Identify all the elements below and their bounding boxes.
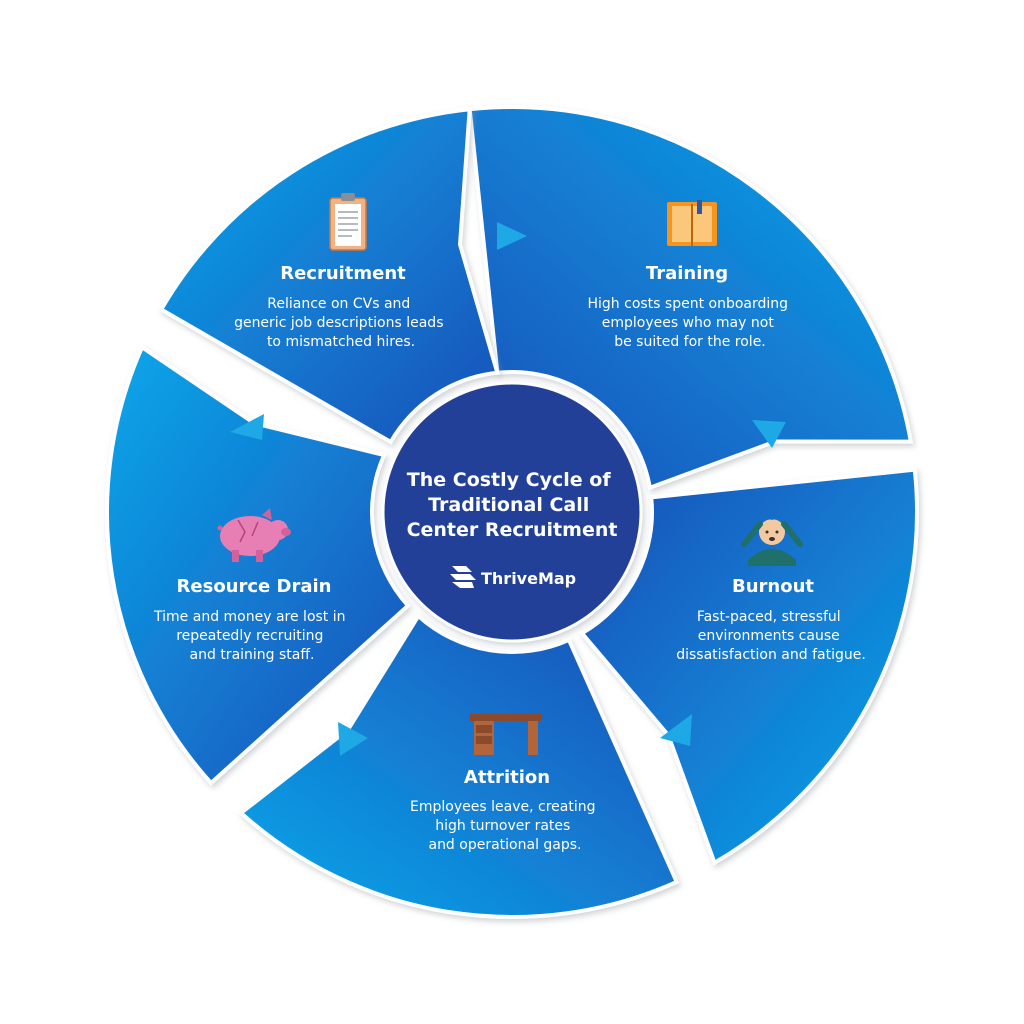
content-attrition: Attrition Employees leave, creating high… bbox=[410, 714, 600, 853]
content-training: Training High costs spent onboarding emp… bbox=[588, 200, 793, 350]
segment-recruitment bbox=[467, 105, 914, 491]
segment-title: Training bbox=[646, 263, 728, 284]
segment-burnout-shape bbox=[237, 612, 680, 919]
desc-line: and training staff. bbox=[190, 647, 315, 663]
content-recruitment: Recruitment Reliance on CVs and generic … bbox=[234, 193, 448, 350]
brand-name: ThriveMap bbox=[481, 569, 576, 588]
thrivemap-logo-icon bbox=[450, 566, 476, 588]
desc-line: to mismatched hires. bbox=[267, 334, 415, 350]
arrow-attrition-to-resource-drain bbox=[338, 722, 368, 756]
segment-description: Time and money are lost in repeatedly re… bbox=[153, 609, 350, 663]
arrow-training-to-burnout bbox=[752, 420, 786, 448]
content-resource-drain: Resource Drain Time and money are lost i… bbox=[153, 508, 350, 663]
segment-recruitment-shape bbox=[467, 105, 914, 491]
segment-title: Resource Drain bbox=[177, 576, 332, 597]
arrow-burnout-to-attrition bbox=[660, 714, 692, 746]
segment-resource-drain bbox=[158, 106, 500, 445]
segment-resource-drain-shape bbox=[158, 106, 500, 445]
desc-line: Reliance on CVs and bbox=[267, 296, 410, 312]
center-hub: The Costly Cycle of Traditional Call Cen… bbox=[381, 381, 643, 643]
center-circle bbox=[381, 381, 643, 643]
segment-description: Employees leave, creating high turnover … bbox=[410, 799, 600, 853]
stressed-person-icon bbox=[741, 519, 803, 566]
segment-training bbox=[578, 467, 919, 866]
arrow-recruitment-to-training bbox=[497, 222, 527, 250]
segment-training-shape bbox=[578, 467, 919, 866]
segment-title: Attrition bbox=[464, 767, 550, 788]
desc-line: generic job descriptions leads bbox=[234, 315, 443, 331]
desc-line: high turnover rates bbox=[435, 818, 570, 834]
segment-title: Burnout bbox=[732, 576, 814, 597]
center-title-line-3: Center Recruitment bbox=[407, 519, 618, 541]
segment-description: Fast-paced, stressful environments cause… bbox=[676, 609, 866, 663]
segment-description: Reliance on CVs and generic job descript… bbox=[234, 296, 448, 350]
segment-attrition-shape bbox=[105, 344, 411, 786]
center-title: The Costly Cycle of Traditional Call Cen… bbox=[407, 469, 618, 541]
segment-description: High costs spent onboarding employees wh… bbox=[588, 296, 793, 350]
cycle-arrows bbox=[230, 222, 786, 756]
desc-line: employees who may not bbox=[602, 315, 775, 331]
segment-title: Recruitment bbox=[280, 263, 406, 284]
desc-line: Time and money are lost in bbox=[153, 609, 345, 625]
desc-line: dissatisfaction and fatigue. bbox=[676, 647, 866, 663]
desc-line: Fast-paced, stressful bbox=[697, 609, 841, 625]
desc-line: repeatedly recruiting bbox=[176, 628, 323, 644]
segment-burnout bbox=[237, 612, 680, 919]
book-icon bbox=[667, 200, 717, 246]
desc-line: High costs spent onboarding bbox=[588, 296, 789, 312]
center-title-line-2: Traditional Call bbox=[428, 494, 589, 516]
desc-line: Employees leave, creating bbox=[410, 799, 595, 815]
desc-line: environments cause bbox=[698, 628, 840, 644]
clipboard-icon bbox=[329, 193, 367, 251]
empty-desk-icon bbox=[470, 714, 542, 755]
desc-line: and operational gaps. bbox=[428, 837, 581, 853]
center-title-line-1: The Costly Cycle of bbox=[407, 469, 612, 491]
segments-layer bbox=[105, 105, 919, 919]
segment-attrition bbox=[105, 344, 411, 786]
content-burnout: Burnout Fast-paced, stressful environmen… bbox=[676, 519, 866, 663]
arrow-resource-drain-to-recruitment bbox=[230, 414, 264, 440]
desc-line: be suited for the role. bbox=[614, 334, 766, 350]
broken-piggy-bank-icon bbox=[217, 508, 291, 562]
